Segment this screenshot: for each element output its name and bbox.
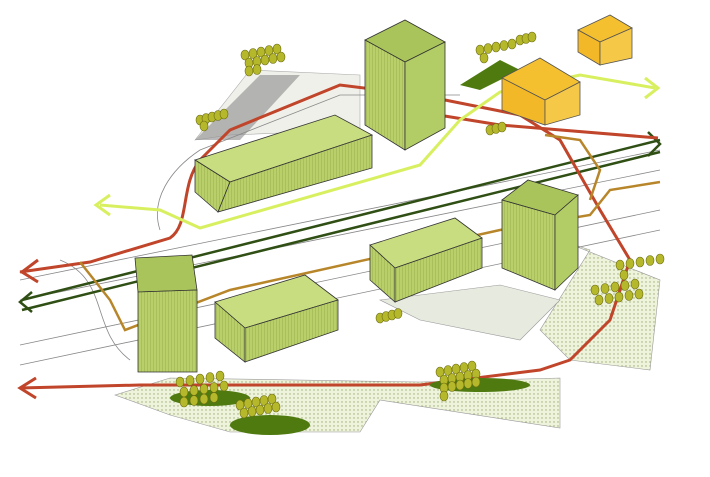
tree-icon [260, 54, 270, 66]
red-arrow-west [19, 258, 39, 284]
tree-icon [507, 38, 517, 50]
tree-icon [630, 278, 640, 290]
tree-icon [439, 390, 449, 402]
tree-icon [645, 255, 655, 266]
tree-icon [239, 407, 249, 419]
building-yellow-small [577, 14, 633, 66]
tree-icon [189, 385, 199, 396]
tree-icon [272, 43, 282, 55]
building-tower-east [501, 179, 579, 291]
tree-icon [604, 293, 614, 304]
tree-icon [195, 373, 205, 385]
building-tower-west [134, 254, 198, 373]
tree-icon [610, 281, 620, 293]
tree-icon [463, 378, 473, 389]
tree-icon [185, 375, 195, 386]
tree-icon [497, 121, 507, 133]
tree-icon [199, 120, 209, 132]
tree-icon [527, 31, 537, 43]
tree-icon [483, 43, 493, 54]
tree-icon [199, 393, 209, 405]
tree-icon [615, 259, 625, 271]
tree-icon [499, 40, 509, 51]
tree-icon [179, 386, 189, 398]
building-yellow-main [501, 57, 581, 126]
tree-icon [255, 404, 265, 416]
lawn-1 [230, 415, 310, 435]
lawn-4 [460, 60, 520, 90]
cycle-path-orange [79, 133, 661, 332]
tree-icon [199, 383, 209, 395]
tree-icon [619, 269, 629, 281]
building-block-west [214, 274, 339, 363]
tree-icon [268, 53, 278, 64]
tree-icon [263, 403, 273, 414]
tree-icon [219, 108, 229, 120]
building-tower-north [364, 19, 446, 151]
tree-icon [471, 376, 481, 388]
trees [175, 31, 665, 419]
tree-icon [624, 290, 634, 301]
tree-icon [655, 253, 665, 265]
tree-icon [271, 401, 281, 413]
tree-icon [625, 258, 635, 269]
rail-arrow-left [18, 291, 33, 313]
shadow-north [195, 75, 300, 140]
building-block-center [369, 217, 483, 303]
tree-icon [467, 360, 477, 372]
tree-icon [393, 308, 403, 319]
tree-icon [447, 381, 457, 392]
building-long-north [194, 114, 374, 213]
tree-icon [189, 395, 199, 406]
tree-icon [455, 379, 465, 391]
tree-icon [479, 52, 489, 64]
tree-icon [244, 65, 254, 77]
tree-icon [267, 393, 277, 405]
tree-icon [590, 284, 600, 296]
tree-icon [179, 396, 189, 408]
tree-icon [594, 294, 604, 306]
rail-line [21, 138, 661, 312]
tree-icon [634, 288, 644, 300]
tree-icon [219, 380, 229, 392]
tree-icon [205, 372, 215, 383]
tree-icon [215, 370, 225, 382]
tree-icon [252, 64, 262, 75]
tree-icon [276, 51, 286, 63]
tree-icon [491, 41, 501, 53]
tree-icon [614, 291, 624, 303]
tree-icon [175, 376, 185, 388]
lime-arrow-east [644, 76, 661, 100]
plaza-center [378, 284, 561, 341]
tree-icon [209, 382, 219, 393]
tree-icon [635, 256, 645, 268]
lime-arrow-west [93, 193, 111, 217]
tree-icon [247, 406, 257, 417]
tree-icon [620, 280, 630, 291]
tree-icon [600, 283, 610, 294]
rail-arrow-right [647, 131, 662, 157]
red-arrow-southwest [17, 376, 37, 400]
tree-icon [209, 392, 219, 403]
